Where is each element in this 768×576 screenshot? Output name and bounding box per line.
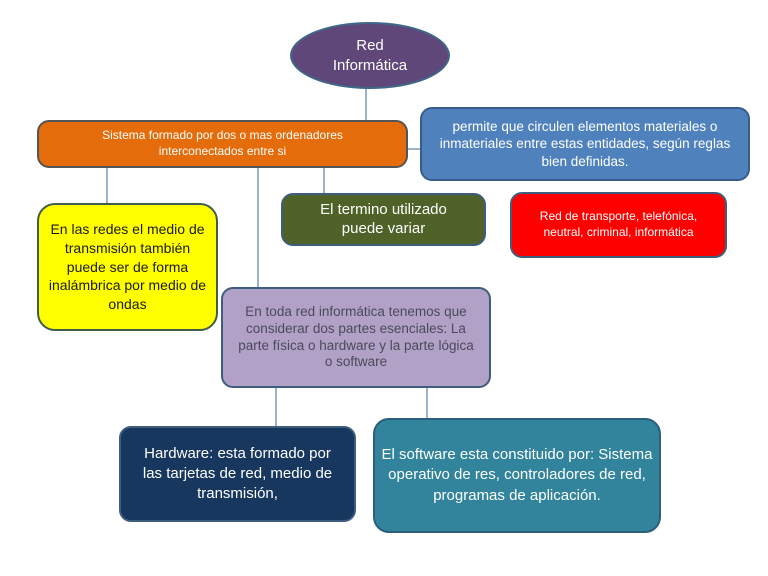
- connector-definition-parts: [257, 167, 259, 288]
- node-wireless: En las redes el medio de transmisión tam…: [37, 203, 218, 331]
- connector-definition-purpose: [406, 148, 422, 150]
- connector-definition-wireless: [106, 167, 108, 204]
- node-software: El software esta constituido por: Sistem…: [373, 418, 661, 533]
- node-hardware-label: Hardware: esta formado por las tarjetas …: [142, 444, 333, 503]
- root-node-label: Red Informática: [332, 37, 408, 74]
- node-purpose: permite que circulen elementos materiale…: [420, 107, 750, 181]
- root-node-red-informatica: Red Informática: [290, 22, 450, 89]
- node-definition: Sistema formado por dos o mas ordenadore…: [37, 120, 408, 168]
- connector-parts-hardware: [275, 386, 277, 427]
- node-parts: En toda red informática tenemos que cons…: [221, 287, 491, 388]
- connector-definition-term: [323, 167, 325, 194]
- node-parts-label: En toda red informática tenemos que cons…: [238, 303, 474, 370]
- node-definition-label: Sistema formado por dos o mas ordenadore…: [102, 128, 343, 158]
- connector-parts-software: [426, 386, 428, 419]
- connector-root-definition: [365, 88, 367, 120]
- node-wireless-label: En las redes el medio de transmisión tam…: [48, 220, 207, 313]
- node-term-label: El termino utilizado puede variar: [320, 200, 447, 237]
- node-term-examples: Red de transporte, telefónica, neutral, …: [510, 192, 727, 258]
- node-term: El termino utilizado puede variar: [281, 193, 486, 246]
- node-purpose-label: permite que circulen elementos materiale…: [439, 118, 731, 169]
- node-term-examples-label: Red de transporte, telefónica, neutral, …: [539, 209, 698, 239]
- node-hardware: Hardware: esta formado por las tarjetas …: [119, 426, 356, 522]
- node-software-label: El software esta constituido por: Sistem…: [381, 446, 653, 504]
